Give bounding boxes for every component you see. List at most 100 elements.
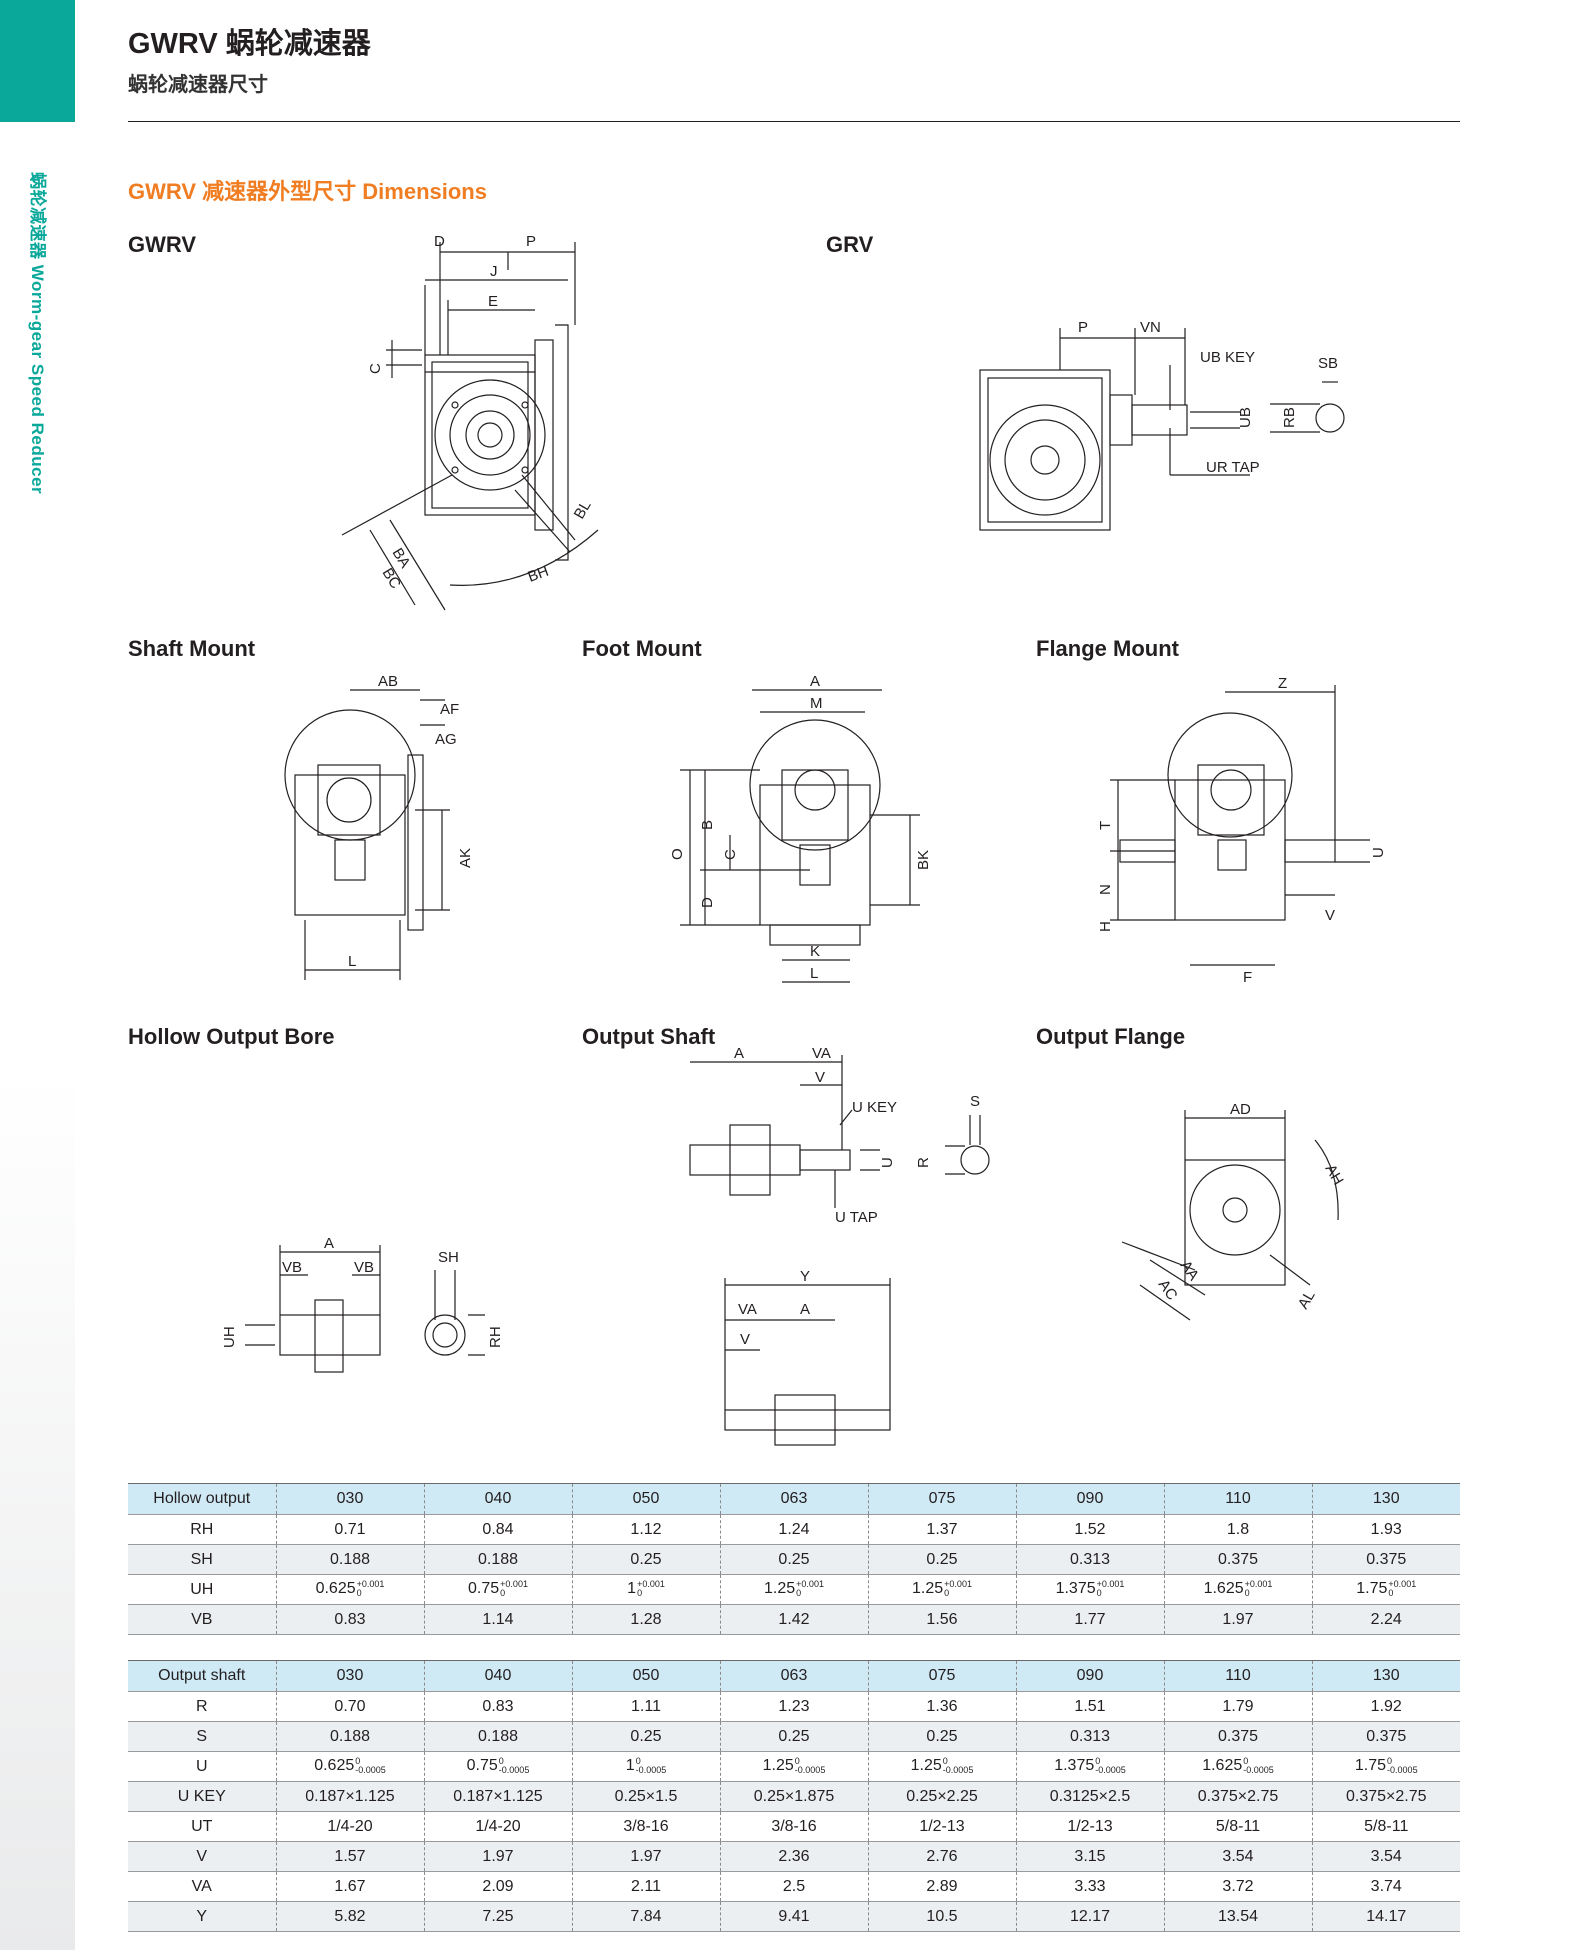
shaft-table-cell-value: 3.72 xyxy=(1222,1877,1254,1895)
shaft-table-tolerance: 0-0.0005 xyxy=(1243,1757,1274,1775)
hollow-table-cell: 1.28 xyxy=(571,1604,720,1635)
shaft-table-tolerance-upper: 0 xyxy=(942,1756,948,1767)
hollow-table-cell-value: 1.375 xyxy=(1055,1580,1096,1598)
shaft-table-tolerance: 0-0.0005 xyxy=(1387,1757,1418,1775)
shaft-table-row-label: VA xyxy=(128,1871,276,1902)
shaft-table-cell-value: 3.54 xyxy=(1222,1847,1254,1865)
figure-label-output-shaft: Output Shaft xyxy=(582,1024,716,1049)
shaft-table-cell-value: 0.25 xyxy=(630,1727,662,1745)
shaft-table-cell-value: 0.70 xyxy=(334,1697,366,1715)
shaft-table-header-size: 090 xyxy=(1015,1660,1164,1692)
shaft-table-tolerance-lower: -0.0005 xyxy=(1387,1765,1418,1776)
shaft-table-cell-value: 2.36 xyxy=(778,1847,810,1865)
shaft-table-cell: 0.313 xyxy=(1015,1721,1164,1752)
figure-label-hollow-output-bore: Hollow Output Bore xyxy=(128,1024,335,1049)
shaft-table-tolerance-lower: -0.0005 xyxy=(355,1765,386,1776)
shaft-table-cell: 1.97 xyxy=(571,1841,720,1872)
hollow-table-cell: 0.188 xyxy=(423,1544,572,1575)
shaft-table-cell: 0.375×2.75 xyxy=(1163,1781,1312,1812)
shaft-table-cell: 1.92 xyxy=(1311,1691,1460,1722)
hollow-table-cell: 0.83 xyxy=(275,1604,424,1635)
hollow-table-cell: 1.97 xyxy=(1163,1604,1312,1635)
hollow-table-cell-value: 1.75 xyxy=(1356,1580,1388,1598)
shaft-table-tolerance-upper: 0 xyxy=(498,1756,504,1767)
section-title: GWRV 减速器外型尺寸 Dimensions xyxy=(128,179,487,204)
hollow-table-cell-value: 1.52 xyxy=(1074,1520,1106,1538)
hollow-table-cell-value: 1.37 xyxy=(926,1520,958,1538)
shaft-table-tolerance-lower: -0.0005 xyxy=(1243,1765,1274,1776)
shaft-table-cell-value: 1.23 xyxy=(778,1697,810,1715)
shaft-table-cell-value: 1.97 xyxy=(630,1847,662,1865)
output-shaft-dim-s: S xyxy=(970,1093,980,1110)
shaft-table-row-label: V xyxy=(128,1841,276,1872)
shaft-table-cell-value: 7.25 xyxy=(482,1907,514,1925)
foot-mount-dim-m: M xyxy=(810,695,823,712)
flange-mount-dim-h: H xyxy=(1097,921,1114,932)
hollow-table-cell: 0.25 xyxy=(571,1544,720,1575)
figure-label-foot-mount: Foot Mount xyxy=(582,636,702,661)
hollow-table-header-size: 030 xyxy=(275,1483,424,1515)
shaft-table-cell: 0.375×2.75 xyxy=(1311,1781,1460,1812)
shaft-table-cell-value: 5/8-11 xyxy=(1215,1817,1261,1835)
output-flange-dim-ah: AH xyxy=(1322,1162,1347,1189)
shaft-table-row-label: R xyxy=(128,1691,276,1722)
hollow-table-cell: 1.24 xyxy=(719,1514,868,1545)
hollow-table-tolerance-lower: 0 xyxy=(356,1588,362,1599)
shaft-table-cell-value: 3/8-16 xyxy=(623,1817,669,1835)
shaft-table-cell-value: 1.11 xyxy=(631,1697,661,1715)
hollow-table-cell: 0.84 xyxy=(423,1514,572,1545)
output-shaft-dim-r: R xyxy=(915,1157,932,1168)
foot-mount-drawing: A M O B C D BK K L xyxy=(669,673,932,983)
shaft-table-cell: 7.84 xyxy=(571,1901,720,1932)
foot-mount-dim-c: C xyxy=(722,849,739,860)
shaft-table-cell: 0.187×1.125 xyxy=(275,1781,424,1812)
hollow-table-header-size: 075 xyxy=(867,1483,1016,1515)
hollow-table-cell: 1.56 xyxy=(867,1604,1016,1635)
shaft-table-cell: 12.17 xyxy=(1015,1901,1164,1932)
shaft-table-cell-value: 1.375 xyxy=(1054,1757,1095,1775)
output-shaft-drawing: A VA V U KEY S U R U TAP Y VA A V xyxy=(689,1045,990,1446)
hollow-bore-dim-vb-left: VB xyxy=(282,1259,302,1276)
shaft-table-cell-value: 0.375 xyxy=(1366,1727,1407,1745)
shaft-table-cell: 3.74 xyxy=(1311,1871,1460,1902)
shaft-table-cell-value: 9.41 xyxy=(778,1907,810,1925)
shaft-table-cell-value: 0.375 xyxy=(1217,1727,1259,1745)
hollow-table-tolerance-lower: 0 xyxy=(796,1588,802,1599)
shaft-table-cell-value: 1/4-20 xyxy=(475,1817,521,1835)
shaft-table-cell: 0.25×2.25 xyxy=(867,1781,1016,1812)
shaft-table-cell: 3.72 xyxy=(1163,1871,1312,1902)
hollow-table-header-size: 130 xyxy=(1311,1483,1460,1515)
shaft-table-cell: 2.76 xyxy=(867,1841,1016,1872)
hollow-table-cell-value: 1 xyxy=(627,1580,637,1598)
hollow-table-row-label: SH xyxy=(128,1544,276,1575)
grv-dim-ub: UB xyxy=(1237,407,1254,428)
shaft-table-cell-value: 10.5 xyxy=(926,1907,958,1925)
shaft-table-tolerance: 0-0.0005 xyxy=(943,1757,974,1775)
hollow-table-cell-value: 1.42 xyxy=(778,1610,810,1628)
shaft-table-cell: 0.3125×2.5 xyxy=(1015,1781,1164,1812)
hollow-table-cell-value: 0.375 xyxy=(1366,1550,1407,1568)
hollow-table-tolerance-upper: +0.001 xyxy=(1388,1579,1417,1590)
hollow-bore-dim-sh: SH xyxy=(438,1249,459,1266)
shaft-table-cell: 5/8-11 xyxy=(1311,1811,1460,1842)
output-shaft-dim-va: VA xyxy=(812,1045,831,1062)
shaft-table-cell: 1.67 xyxy=(275,1871,424,1902)
output-shaft-dim-u-key: U KEY xyxy=(852,1099,897,1116)
hollow-table-row-label: UH xyxy=(128,1574,276,1605)
shaft-table-cell-value: 0.375×2.75 xyxy=(1345,1787,1427,1805)
shaft-table-tolerance-lower: -0.0005 xyxy=(1095,1765,1126,1776)
shaft-table-cell-value: 2.89 xyxy=(926,1877,958,1895)
hollow-table-header-label: Hollow output xyxy=(128,1483,276,1515)
shaft-table-tolerance-upper: 0 xyxy=(794,1756,800,1767)
hollow-table-cell-value: 1.97 xyxy=(1222,1610,1254,1628)
shaft-table-cell: 1/2-13 xyxy=(867,1811,1016,1842)
shaft-table-row-label: UT xyxy=(128,1811,276,1842)
hollow-output-bore-drawing: A VB VB SH UH RH xyxy=(221,1235,504,1373)
hollow-table-cell-value: 1.93 xyxy=(1370,1520,1402,1538)
